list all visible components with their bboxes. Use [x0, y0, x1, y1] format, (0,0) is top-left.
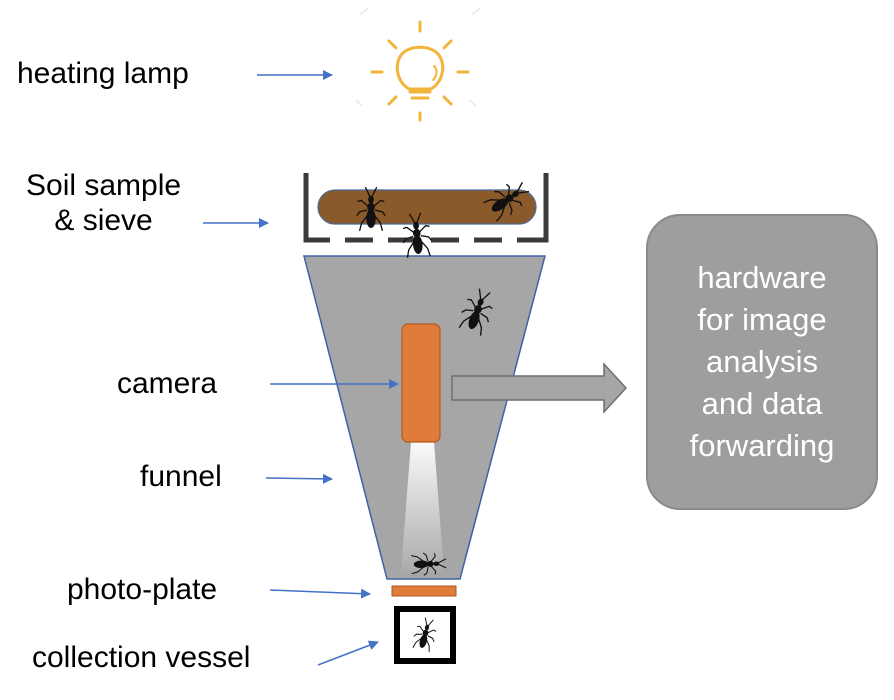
- label-collection-vessel: collection vessel: [32, 641, 251, 674]
- label-soil-sample-sieve: Soil sample & sieve: [26, 169, 182, 238]
- label-camera: camera: [117, 367, 218, 400]
- data-flow-arrow: [451, 362, 628, 414]
- hardware-box-text: hardware for image analysis and data for…: [689, 259, 835, 464]
- label-photo-plate: photo-plate: [67, 573, 218, 606]
- hardware-box: hardware for image analysis and data for…: [646, 214, 878, 510]
- sieve: [303, 173, 549, 243]
- lamp-icon: [355, 7, 481, 122]
- label-heating-lamp: heating lamp: [17, 57, 189, 90]
- camera-beam: [401, 442, 444, 572]
- arrow-funnel: [265, 473, 333, 484]
- pointer-arrows: [203, 70, 399, 666]
- label-funnel: funnel: [140, 460, 222, 493]
- camera: [401, 323, 441, 443]
- arrow-photo-plate: [269, 588, 371, 599]
- arrow-collection-vessel: [317, 640, 379, 666]
- photo-plate: [391, 585, 457, 597]
